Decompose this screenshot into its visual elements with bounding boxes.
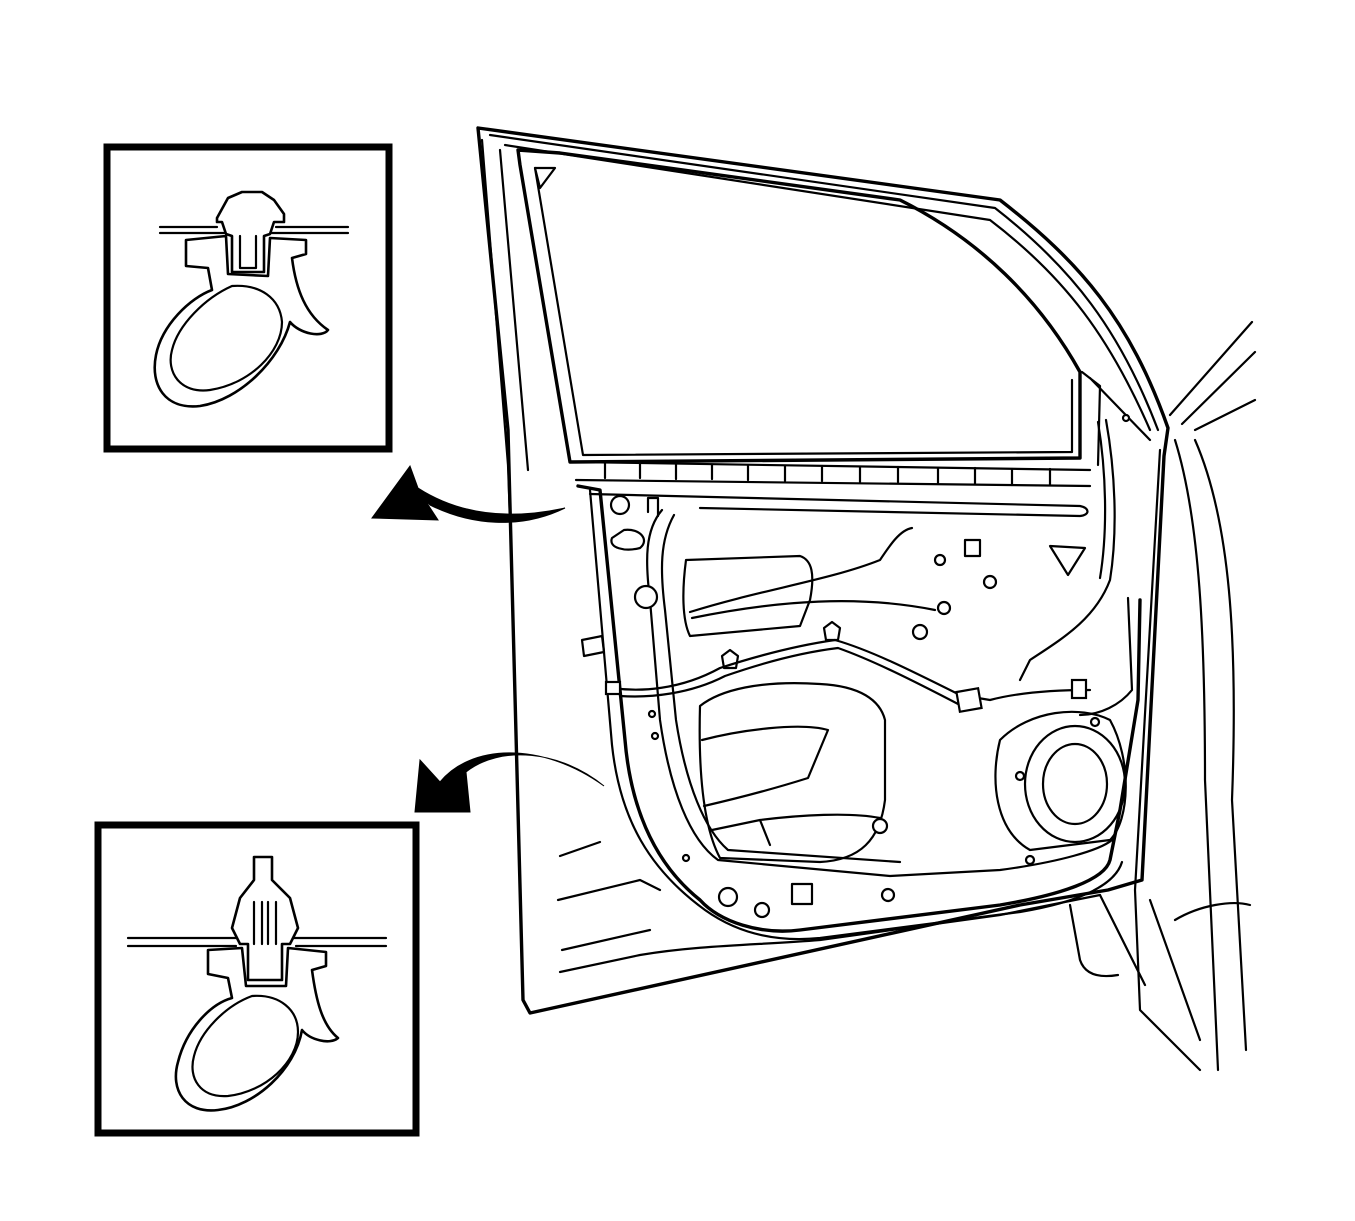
lower-cutout-base [710,813,882,847]
wire-upper [688,526,914,614]
lower-panel-sheet [126,936,388,948]
door-outer-edge [476,126,1170,1015]
wire-upper-2 [690,600,937,620]
access-opening-inner [660,513,902,864]
lower-weatherstrip [174,946,340,1112]
door-frame-line-2 [503,143,1152,432]
upper-panel-sheet [158,225,350,235]
harness-clip-1 [720,648,740,670]
belt-strip-top [572,460,1092,472]
speaker-inner [1041,742,1109,826]
pillar-line-6 [1148,898,1252,1042]
lower-trim-3 [580,634,606,658]
wire-vertical-2 [1096,420,1107,580]
lower-cutout-inner [700,725,830,808]
wire-harness-main-2 [618,646,962,707]
lower-callout-arrow [414,752,605,813]
window-opening [516,148,1082,464]
belt-strip-bottom [574,478,1092,488]
pillar-line-1 [1168,320,1257,432]
pillar-line-5 [1068,903,1120,978]
lower-clip-detail [94,821,420,1137]
lower-clip-body [230,855,300,982]
lower-clip-slots [252,900,278,946]
access-opening-outer [646,508,1114,878]
body-pillar [1068,320,1257,1072]
inner-panel-top-slot [588,492,1089,518]
lower-trim-1 [556,840,662,952]
door-frame-line-1 [488,133,1160,432]
upper-weatherstrip [153,234,330,408]
window-corner [533,166,557,190]
lower-weatherstrip-inner [191,994,300,1098]
harness-clip-2 [822,620,842,642]
lower-cutout [698,682,887,864]
pillar-line-4 [1133,448,1202,1072]
upper-clip-head [215,190,286,274]
upper-clip-stem [238,234,258,270]
connector-mid [955,686,983,714]
lower-trim-2 [558,893,1102,974]
pillar-line-2 [1173,438,1220,1072]
inner-panel-edge-2 [588,488,1124,941]
wire-right-drop [1078,596,1134,717]
door-frame-line-4 [498,148,530,472]
inner-panel-outline [576,484,1142,933]
wire-vertical [1018,418,1116,682]
pillar-line-3 [1193,438,1248,1052]
panel-holes [609,413,1131,919]
rear-channel [1080,370,1152,467]
upper-callout-arrow [371,464,566,523]
pillar-line-7 [1098,893,1147,987]
connector-right [1070,678,1088,700]
door-assembly [476,126,1170,1015]
belt-strip-ticks [603,461,1052,487]
upper-weatherstrip-inner [169,284,284,392]
connector-left [604,680,622,696]
upper-clip-detail [103,143,393,453]
window-inner-line [533,166,1074,457]
speaker-mount [994,710,1127,852]
upper-cutout [682,554,814,638]
door-frame-line-3 [480,138,512,522]
